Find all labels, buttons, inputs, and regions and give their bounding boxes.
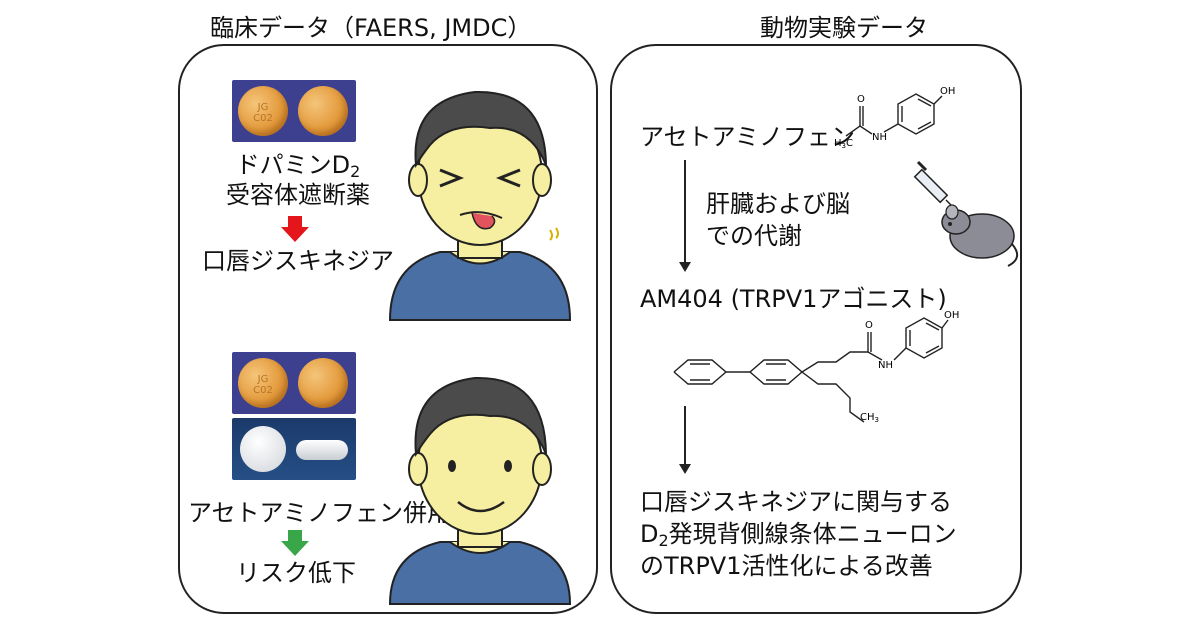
pill-icon bbox=[298, 358, 348, 408]
improved-patient-illustration bbox=[388, 376, 572, 605]
lip-dyskinesia-label: 口唇ジスキネジア bbox=[202, 247, 394, 275]
chem-nh-label: NH bbox=[872, 132, 887, 143]
dyskinesia-patient-illustration bbox=[388, 90, 572, 321]
mouse-icon bbox=[941, 204, 1019, 267]
chem-o-label: O bbox=[857, 94, 865, 105]
pill-icon: JG C02 bbox=[238, 358, 288, 408]
pill-imprint: JG C02 bbox=[253, 374, 273, 396]
drug-class-label: ドパミンD2 受容体遮断薬 bbox=[226, 151, 370, 209]
antipsychotic-pill-photo: JG C02 bbox=[232, 352, 356, 414]
syringe-icon bbox=[913, 160, 957, 211]
mouse-injection-illustration bbox=[913, 160, 1019, 267]
chem-nh-label: NH bbox=[878, 360, 893, 371]
green-down-arrow-icon bbox=[281, 530, 309, 556]
activation-arrow bbox=[679, 406, 691, 474]
pill-imprint: JG C02 bbox=[253, 102, 273, 124]
antipsychotic-pill-photo: JG C02 bbox=[232, 80, 356, 142]
acetaminophen-tablet-photo bbox=[232, 418, 356, 480]
animal-data-heading: 動物実験データ bbox=[760, 14, 928, 42]
pill-icon bbox=[298, 86, 348, 136]
tablet-icon bbox=[240, 426, 286, 472]
acetaminophen-structure: OH NH O H3C bbox=[834, 86, 955, 150]
tablet-icon bbox=[296, 440, 348, 460]
chem-o-label: O bbox=[865, 320, 873, 331]
chem-ch3-label: CH3 bbox=[860, 412, 879, 424]
pill-icon: JG C02 bbox=[238, 86, 288, 136]
risk-reduction-label: リスク低下 bbox=[236, 559, 356, 587]
clinical-panel: JG C02 ドパミンD2 受容体遮断薬 口唇ジスキネジア bbox=[178, 44, 598, 614]
chem-oh-label: OH bbox=[944, 310, 959, 321]
animal-panel: アセトアミノフェン OH NH O H3C bbox=[610, 44, 1022, 614]
acetaminophen-combo-label: アセトアミノフェン併用 bbox=[188, 499, 452, 527]
metabolism-label: 肝臓および脳 での代謝 bbox=[706, 190, 850, 250]
metabolism-arrow bbox=[679, 160, 691, 272]
am404-label: AM404 (TRPV1アゴニスト) bbox=[640, 285, 947, 313]
chem-oh-label: OH bbox=[940, 86, 955, 97]
acetaminophen-label: アセトアミノフェン bbox=[640, 123, 856, 151]
am404-structure: OH NH O CH3 bbox=[673, 310, 959, 424]
chem-h3c-label: H3C bbox=[834, 138, 853, 150]
red-down-arrow-icon bbox=[281, 216, 309, 242]
conclusion-label: 口唇ジスキネジアに関与する D2発現背側線条体ニューロン のTRPV1活性化によ… bbox=[640, 488, 957, 580]
clinical-data-heading: 臨床データ（FAERS, JMDC） bbox=[210, 14, 532, 42]
